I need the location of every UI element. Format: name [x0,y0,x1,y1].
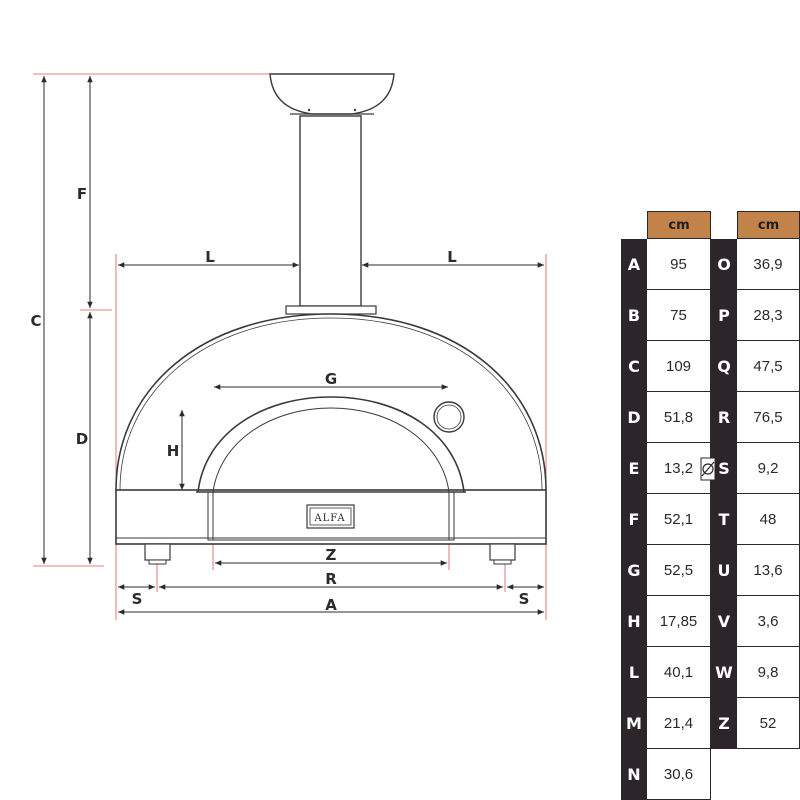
row-letter-g: G [627,561,641,580]
row-letter-s: S [718,459,730,478]
row-value-w: 9,8 [737,647,800,698]
dim-label-a: A [325,596,337,614]
row-letter-c: C [628,357,640,376]
row-letter-h: H [627,612,641,631]
row-value-c: 109 [647,341,711,392]
dim-label-s-right: S [519,590,530,608]
chimney-pipe [299,115,362,307]
letter-column-right [711,239,737,749]
row-value-l: 40,1 [647,647,711,698]
row-letter-v: V [717,612,731,631]
row-value-d: 51,8 [647,392,711,443]
row-value-f: 52,1 [647,494,711,545]
oven-door-frame [207,491,455,541]
diameter-icon [700,457,716,481]
row-letter-o: O [717,255,731,274]
row-value-s: 9,2 [737,443,800,494]
dim-label-h: H [167,442,180,460]
row-letter-t: T [718,510,730,529]
right-foot [489,543,516,561]
row-value-v: 3,6 [737,596,800,647]
oven-dimension-drawing: ALFA C F D L L G H Z R S S A [30,73,547,620]
dim-label-f: F [77,185,87,203]
row-letter-e: E [628,459,640,478]
dim-label-s-left: S [132,590,143,608]
row-letter-l: L [628,663,640,682]
dim-label-d: D [76,430,88,448]
row-letter-d: D [627,408,641,427]
row-value-n: 30,6 [647,749,711,800]
row-letter-w: W [715,663,733,682]
row-letter-p: P [718,306,730,325]
oven-mouth-arch [197,396,465,493]
row-letter-b: B [627,306,641,325]
unit-header-left: cm [647,211,711,239]
row-letter-z: Z [718,714,730,733]
dim-label-c: C [30,312,41,330]
brand-plate [306,504,355,529]
thermometer-gauge [433,401,465,433]
dim-label-l-right: L [447,248,457,266]
row-letter-f: F [628,510,640,529]
row-value-u: 13,6 [737,545,800,596]
row-value-p: 28,3 [737,290,800,341]
row-value-h: 17,85 [647,596,711,647]
brand-logo: ALFA [313,513,345,524]
dim-label-r: R [325,570,337,588]
unit-header-right: cm [737,211,800,239]
dim-label-g: G [325,370,337,388]
row-letter-n: N [627,765,641,784]
row-value-g: 52,5 [647,545,711,596]
row-letter-m: M [626,714,642,733]
dim-label-z: Z [326,546,337,564]
row-value-r: 76,5 [737,392,800,443]
row-value-e: 13,2 [647,443,711,494]
row-letter-a: A [627,255,641,274]
row-value-a: 95 [647,239,711,290]
row-value-z: 52 [737,698,800,749]
row-value-q: 47,5 [737,341,800,392]
row-letter-r: R [717,408,731,427]
dimension-arrows [41,76,544,615]
row-value-m: 21,4 [647,698,711,749]
dim-label-l-left: L [205,248,215,266]
row-letter-q: Q [717,357,731,376]
row-value-t: 48 [737,494,800,545]
oven-dome [115,313,547,491]
left-foot [144,543,171,561]
row-value-o: 36,9 [737,239,800,290]
letter-column-left [621,239,647,800]
chimney-cap [269,73,395,115]
row-value-b: 75 [647,290,711,341]
row-letter-u: U [717,561,731,580]
